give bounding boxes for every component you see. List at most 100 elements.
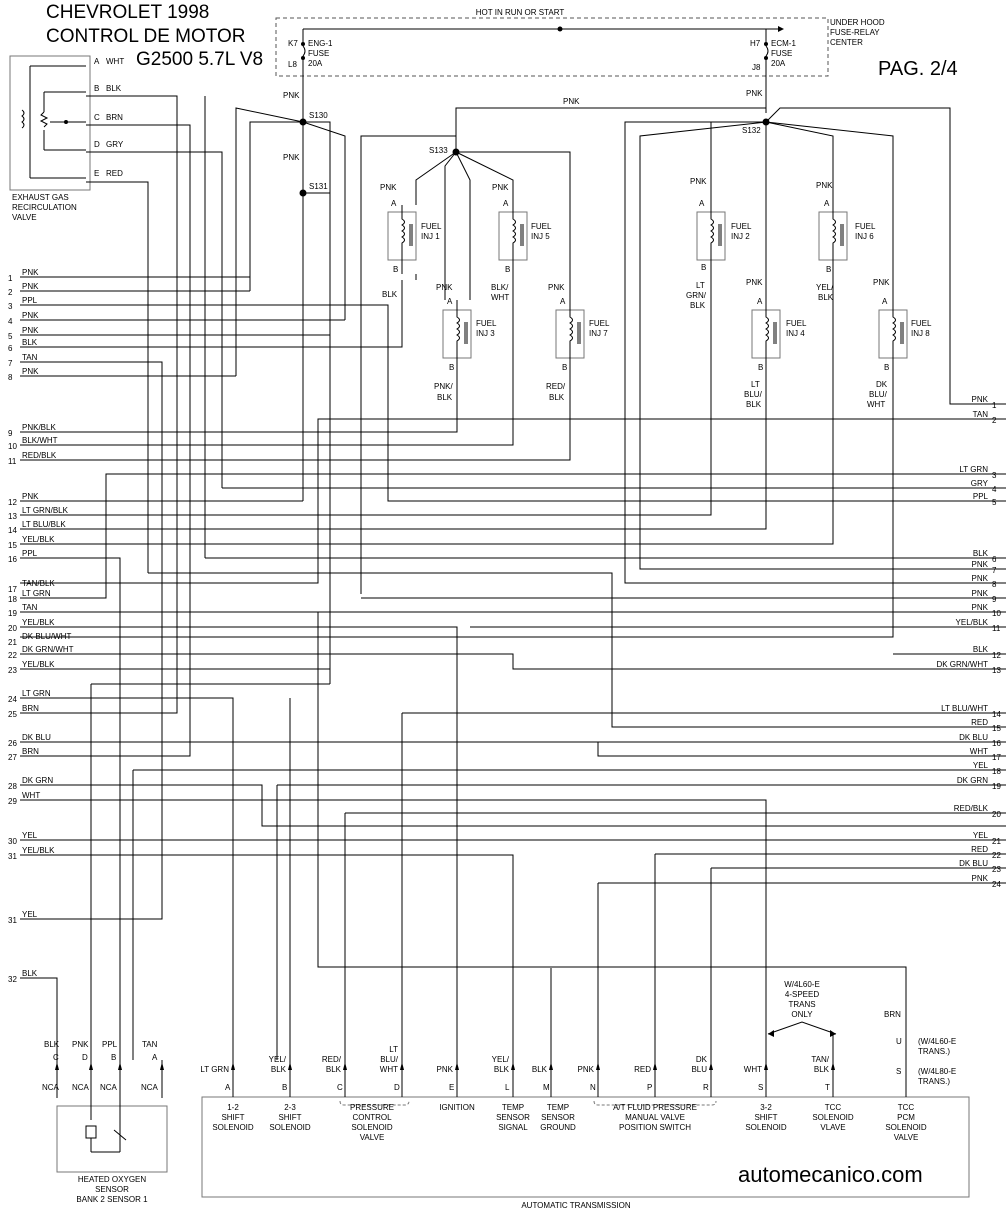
fuel-injectors: PNK AB FUEL INJ 1 BLK PNK AB FUEL INJ 5 … — [380, 177, 932, 409]
trans-component-label: A/T FLUID PRESSURE — [613, 1103, 697, 1112]
trans-pin-arrow — [764, 1062, 768, 1070]
left-pin-number: 22 — [8, 651, 17, 660]
right-pin-wire: DK GRN — [957, 776, 988, 785]
svg-text:WHT: WHT — [491, 293, 509, 302]
svg-text:S: S — [896, 1067, 901, 1076]
automatic-transmission: AUTOMATIC TRANSMISSION W/4L60-E 4-SPEED … — [200, 980, 970, 1210]
left-pin-number: 15 — [8, 541, 17, 550]
left-pin-number: 7 — [8, 359, 13, 368]
svg-text:UNDER HOOD: UNDER HOOD — [830, 18, 885, 27]
svg-text:PPL: PPL — [102, 1040, 118, 1049]
svg-text:A: A — [447, 297, 453, 306]
svg-text:TRANS: TRANS — [788, 1000, 815, 1009]
fuel-injector-6: PNK AB FUEL INJ 6 YEL/ BLK — [816, 181, 876, 302]
svg-text:20A: 20A — [308, 59, 323, 68]
svg-text:BLK: BLK — [44, 1040, 60, 1049]
svg-text:PNK: PNK — [816, 181, 833, 190]
trans-pin-letter: T — [825, 1083, 830, 1092]
left-pin-number: 18 — [8, 595, 17, 604]
trans-component-label: VALVE — [360, 1133, 385, 1142]
svg-text:PNK: PNK — [873, 278, 890, 287]
fuel-injector-4: PNK AB FUEL INJ 4 LT BLU/ BLK — [744, 278, 807, 409]
trans-pin-letter: A — [225, 1083, 231, 1092]
svg-text:A: A — [824, 199, 830, 208]
svg-text:FUEL: FUEL — [911, 319, 932, 328]
svg-text:LT: LT — [751, 380, 760, 389]
svg-text:FUSE: FUSE — [771, 49, 792, 58]
trans-component-label: TEMP — [547, 1103, 569, 1112]
svg-text:B: B — [758, 363, 763, 372]
right-pin-number: 19 — [992, 782, 1001, 791]
left-pin-number: 9 — [8, 429, 13, 438]
left-pin-wire: LT GRN — [22, 689, 51, 698]
trans-pin-letter: R — [703, 1083, 709, 1092]
left-pin-number: 29 — [8, 797, 17, 806]
svg-text:BRN: BRN — [884, 1010, 901, 1019]
svg-text:FUSE-RELAY: FUSE-RELAY — [830, 28, 880, 37]
right-pin-number: 23 — [992, 865, 1001, 874]
svg-text:INJ 5: INJ 5 — [531, 232, 550, 241]
left-pin-number: 31 — [8, 916, 17, 925]
trans-component-label: SHIFT — [221, 1113, 244, 1122]
trans-component-label: SIGNAL — [498, 1123, 528, 1132]
left-pin-wire: PNK — [22, 311, 39, 320]
ecm-1-fuse: H7 J8 ECM-1 FUSE 20A — [750, 29, 796, 113]
svg-text:PNK: PNK — [283, 91, 300, 100]
left-pin-wire: BRN — [22, 747, 39, 756]
left-pin-number: 13 — [8, 512, 17, 521]
svg-text:FUEL: FUEL — [786, 319, 807, 328]
right-pin-number: 1 — [992, 401, 997, 410]
right-pin-wire: RED — [971, 718, 988, 727]
title-line1: CHEVROLET 1998 — [46, 2, 209, 23]
trans-pin-wire-label: LT — [389, 1045, 398, 1054]
svg-text:BLK: BLK — [690, 301, 706, 310]
right-pin-number: 2 — [992, 416, 997, 425]
left-pin-wire: TAN — [22, 603, 38, 612]
left-pin-number: 14 — [8, 526, 17, 535]
right-pin-number: 9 — [992, 595, 997, 604]
trans-pin-wire-label: BLK — [271, 1065, 287, 1074]
svg-text:EXHAUST GAS: EXHAUST GAS — [12, 193, 69, 202]
svg-text:E: E — [94, 169, 99, 178]
trans-pin-arrow — [288, 1062, 292, 1070]
trans-component-label: 2-3 — [284, 1103, 296, 1112]
trans-pin-arrow — [653, 1062, 657, 1070]
trans-component-label: SENSOR — [496, 1113, 530, 1122]
left-pin-wire: PNK — [22, 367, 39, 376]
svg-text:U: U — [896, 1037, 902, 1046]
svg-text:TRANS.): TRANS.) — [918, 1047, 950, 1056]
trans-pin-wire-label: WHT — [380, 1065, 398, 1074]
trans-component-label: TCC — [825, 1103, 842, 1112]
svg-text:A: A — [152, 1053, 158, 1062]
trans-component-label: GROUND — [540, 1123, 576, 1132]
right-pin-wire: RED — [971, 845, 988, 854]
svg-text:AUTOMATIC TRANSMISSION: AUTOMATIC TRANSMISSION — [521, 1201, 631, 1210]
trans-pin-wire-label: LT GRN — [200, 1065, 229, 1074]
svg-text:SENSOR: SENSOR — [95, 1185, 129, 1194]
trans-component-label: VALVE — [894, 1133, 919, 1142]
trans-component-label: CONTROL — [352, 1113, 392, 1122]
trans-pin-letter: M — [543, 1083, 550, 1092]
svg-text:(W/4L60-E: (W/4L60-E — [918, 1037, 956, 1046]
svg-text:4-SPEED: 4-SPEED — [785, 990, 819, 999]
fuse-relay-center: HOT IN RUN OR START UNDER HOOD FUSE-RELA… — [275, 8, 885, 113]
svg-text:FUSE: FUSE — [308, 49, 329, 58]
svg-text:K7: K7 — [288, 39, 298, 48]
svg-text:W/4L60-E: W/4L60-E — [784, 980, 820, 989]
trans-pin-arrow — [596, 1062, 600, 1070]
svg-text:B: B — [94, 84, 99, 93]
trans-component-label: 1-2 — [227, 1103, 239, 1112]
left-pin-wire: YEL/BLK — [22, 535, 55, 544]
svg-text:D: D — [82, 1053, 88, 1062]
svg-text:WHT: WHT — [106, 57, 124, 66]
left-pin-number: 1 — [8, 274, 13, 283]
trans-pin-letter: S — [758, 1083, 763, 1092]
left-pin-wire: PPL — [22, 296, 38, 305]
svg-text:FUEL: FUEL — [531, 222, 552, 231]
left-pin-wire: YEL/BLK — [22, 846, 55, 855]
svg-text:PNK: PNK — [746, 89, 763, 98]
svg-text:BLK: BLK — [746, 400, 762, 409]
left-pin-wire: TAN/BLK — [22, 579, 55, 588]
trans-component-label: SHIFT — [754, 1113, 777, 1122]
